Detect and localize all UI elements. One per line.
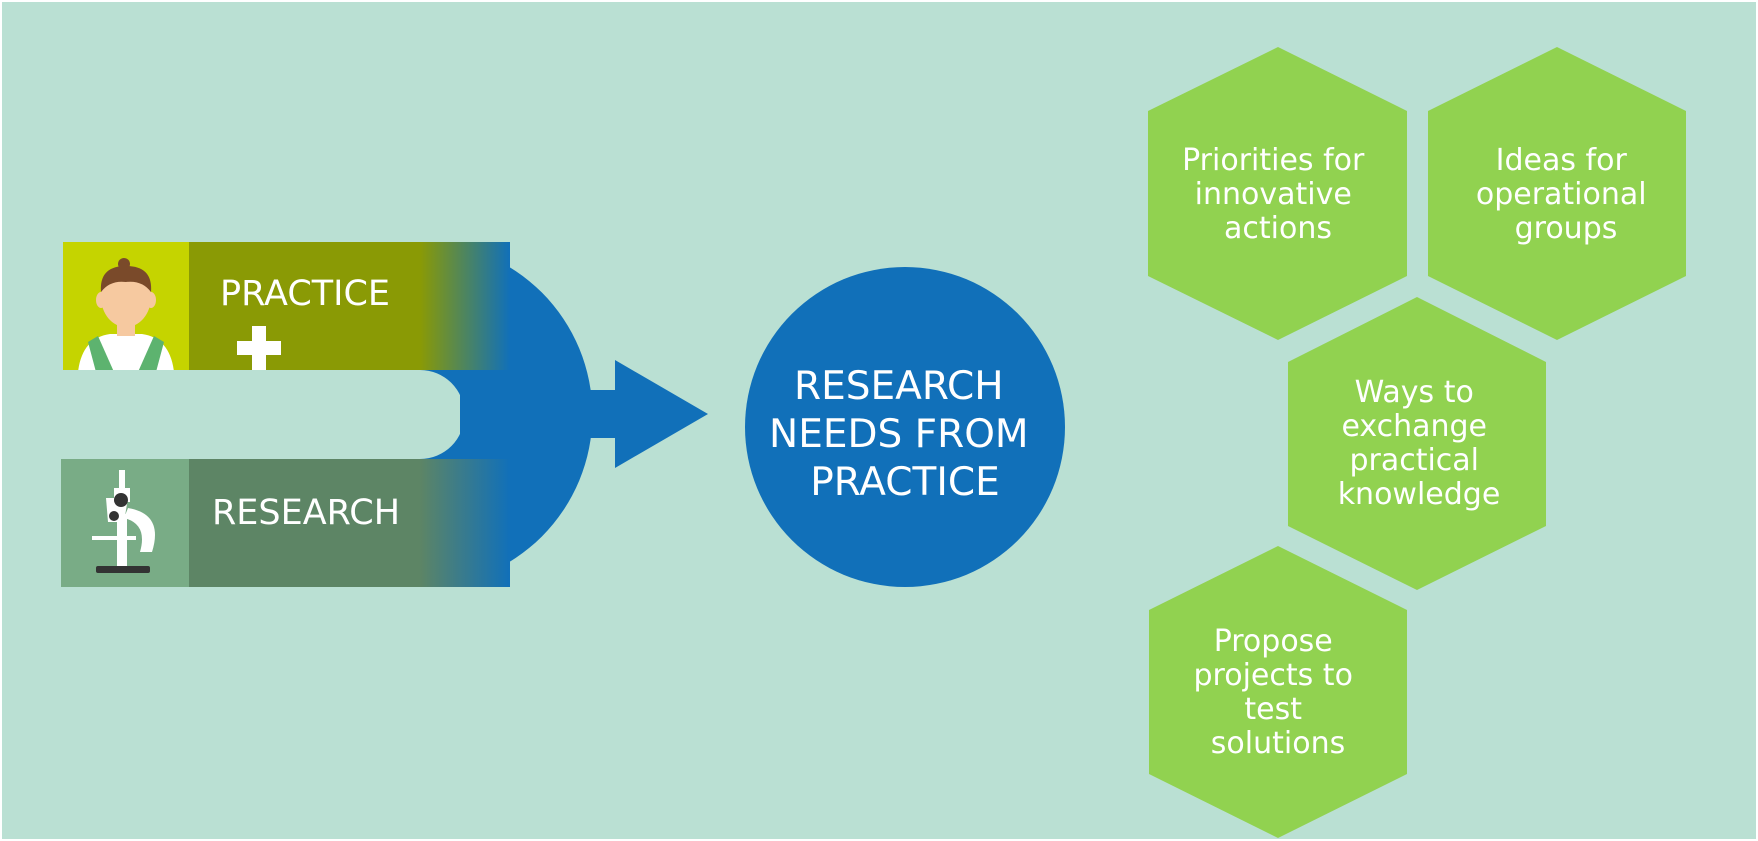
hexagon-label-line: innovative <box>1195 177 1352 212</box>
hexagon-label: Priorities for innovative actions <box>1182 143 1374 246</box>
hexagon-ways: Ways to exchange practical knowledge <box>1288 297 1546 590</box>
hexagon-label-line: practical <box>1349 443 1479 478</box>
microscope-icon <box>92 470 155 573</box>
hexagon-label-line: operational <box>1476 177 1647 212</box>
hexagon-label: Propose projects to test solutions <box>1194 624 1363 761</box>
hexagon-label-line: Propose <box>1214 624 1333 659</box>
hexagon-label-line: Priorities for <box>1182 143 1365 178</box>
plus-icon <box>237 326 281 370</box>
hexagon-label-line: actions <box>1224 211 1332 246</box>
hexagon-priorities: Priorities for innovative actions <box>1148 47 1407 340</box>
farmer-person-icon <box>78 258 174 370</box>
practice-band <box>189 242 420 370</box>
center-circle <box>745 267 1065 587</box>
hexagon-label-line: test <box>1244 692 1302 727</box>
center-title-line: RESEARCH <box>794 364 1004 409</box>
research-band-fade <box>420 459 510 587</box>
arrow-right-icon <box>460 360 708 468</box>
hexagon-label-line: exchange <box>1341 409 1487 444</box>
center-title: RESEARCH NEEDS FROM PRACTICE <box>769 364 1041 505</box>
hexagon-label-line: Ideas for <box>1496 143 1628 178</box>
hexagon-label: Ideas for operational groups <box>1476 143 1656 246</box>
research-label: RESEARCH <box>212 493 400 533</box>
hexagon-label-line: groups <box>1515 211 1618 246</box>
research-band <box>189 459 420 587</box>
hexagon-label-line: solutions <box>1211 726 1345 761</box>
practice-label: PRACTICE <box>220 274 390 314</box>
practice-band-fade <box>420 242 510 370</box>
hexagon-label-line: Ways to <box>1355 375 1474 410</box>
center-title-line: PRACTICE <box>810 460 999 505</box>
input-magnet <box>61 242 593 587</box>
center-title-line: NEEDS FROM <box>769 412 1029 457</box>
hexagon-label: Ways to exchange practical knowledge <box>1338 375 1501 512</box>
hexagon-label-line: knowledge <box>1338 477 1501 512</box>
hexagon-label-line: projects to <box>1194 658 1353 693</box>
hexagon-propose: Propose projects to test solutions <box>1149 546 1407 838</box>
hexagon-ideas: Ideas for operational groups <box>1428 47 1686 340</box>
